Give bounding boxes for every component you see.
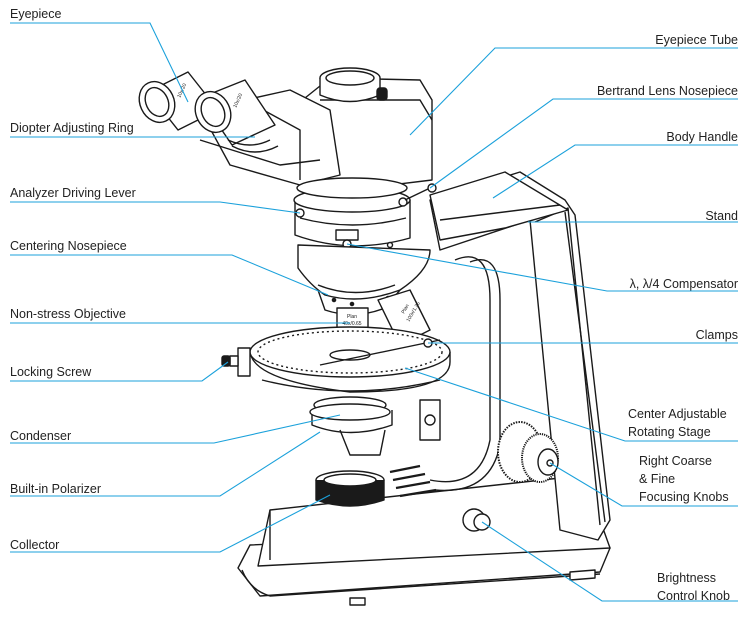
label-collector: Collector <box>10 538 60 552</box>
label-built-in-polarizer: Built-in Polarizer <box>10 482 102 496</box>
label-locking-screw: Locking Screw <box>10 365 92 379</box>
focusing-knobs <box>497 421 559 483</box>
eyepiece-marking-right: 10x/20 <box>232 93 244 109</box>
label-brightness-control-knob: Brightness Control Knob <box>657 571 730 603</box>
vents <box>389 464 437 498</box>
leader-brightness-control-knob <box>481 521 738 602</box>
collector <box>315 470 385 507</box>
label-compensator: λ, λ/4 Compensator <box>629 277 738 291</box>
leader-eyepiece <box>10 22 189 103</box>
objective-40x-line2: 40x/0.65 <box>342 321 361 327</box>
label-non-stress-objective: Non-stress Objective <box>10 307 127 321</box>
leader-compensator <box>346 243 738 292</box>
analyzer-block <box>293 177 437 249</box>
leader-analyzer-driving-lever <box>10 201 301 214</box>
label-bertrand-lens-nosepiece: Bertrand Lens Nosepiece <box>596 84 738 98</box>
body-handle <box>429 171 569 241</box>
locking-screw <box>221 347 251 377</box>
rotating-stage <box>249 326 451 393</box>
objective-100x-line1: Plan <box>401 303 411 315</box>
leader-focusing-knobs <box>549 462 738 507</box>
label-center-adjustable-rotating-stage: Center Adjustable Rotating Stage <box>628 407 727 439</box>
leader-center-adjustable-rotating-stage <box>404 367 738 442</box>
eyepiece-right: 10x/20 <box>194 79 279 153</box>
leader-condenser <box>10 414 341 444</box>
label-eyepiece-tube: Eyepiece Tube <box>655 33 738 47</box>
leader-body-handle <box>492 144 738 199</box>
leader-centering-nosepiece <box>10 254 329 296</box>
objective-40x-line1: Plan <box>347 314 357 320</box>
base <box>237 477 611 606</box>
label-eyepiece: Eyepiece <box>10 7 62 21</box>
leader-collector <box>10 494 331 553</box>
label-clamps: Clamps <box>695 328 738 342</box>
label-focusing-knobs: Right Coarse & Fine Focusing Knobs <box>639 454 729 504</box>
leader-lines <box>10 22 738 602</box>
label-stand: Stand <box>705 209 738 223</box>
leader-built-in-polarizer <box>10 431 321 497</box>
brightness-knob <box>462 508 491 532</box>
eyepiece-left: 10x/20 <box>138 71 219 131</box>
label-body-handle: Body Handle <box>666 130 738 144</box>
label-centering-nosepiece: Centering Nosepiece <box>10 239 127 253</box>
label-condenser: Condenser <box>10 429 72 443</box>
condenser <box>309 396 441 456</box>
label-diopter-adjusting-ring: Diopter Adjusting Ring <box>10 121 134 135</box>
leader-locking-screw <box>10 361 229 382</box>
stand <box>429 171 611 541</box>
leader-bertrand-lens-nosepiece <box>429 98 738 189</box>
leader-eyepiece-tube <box>409 47 738 136</box>
label-analyzer-driving-lever: Analyzer Driving Lever <box>10 186 136 200</box>
